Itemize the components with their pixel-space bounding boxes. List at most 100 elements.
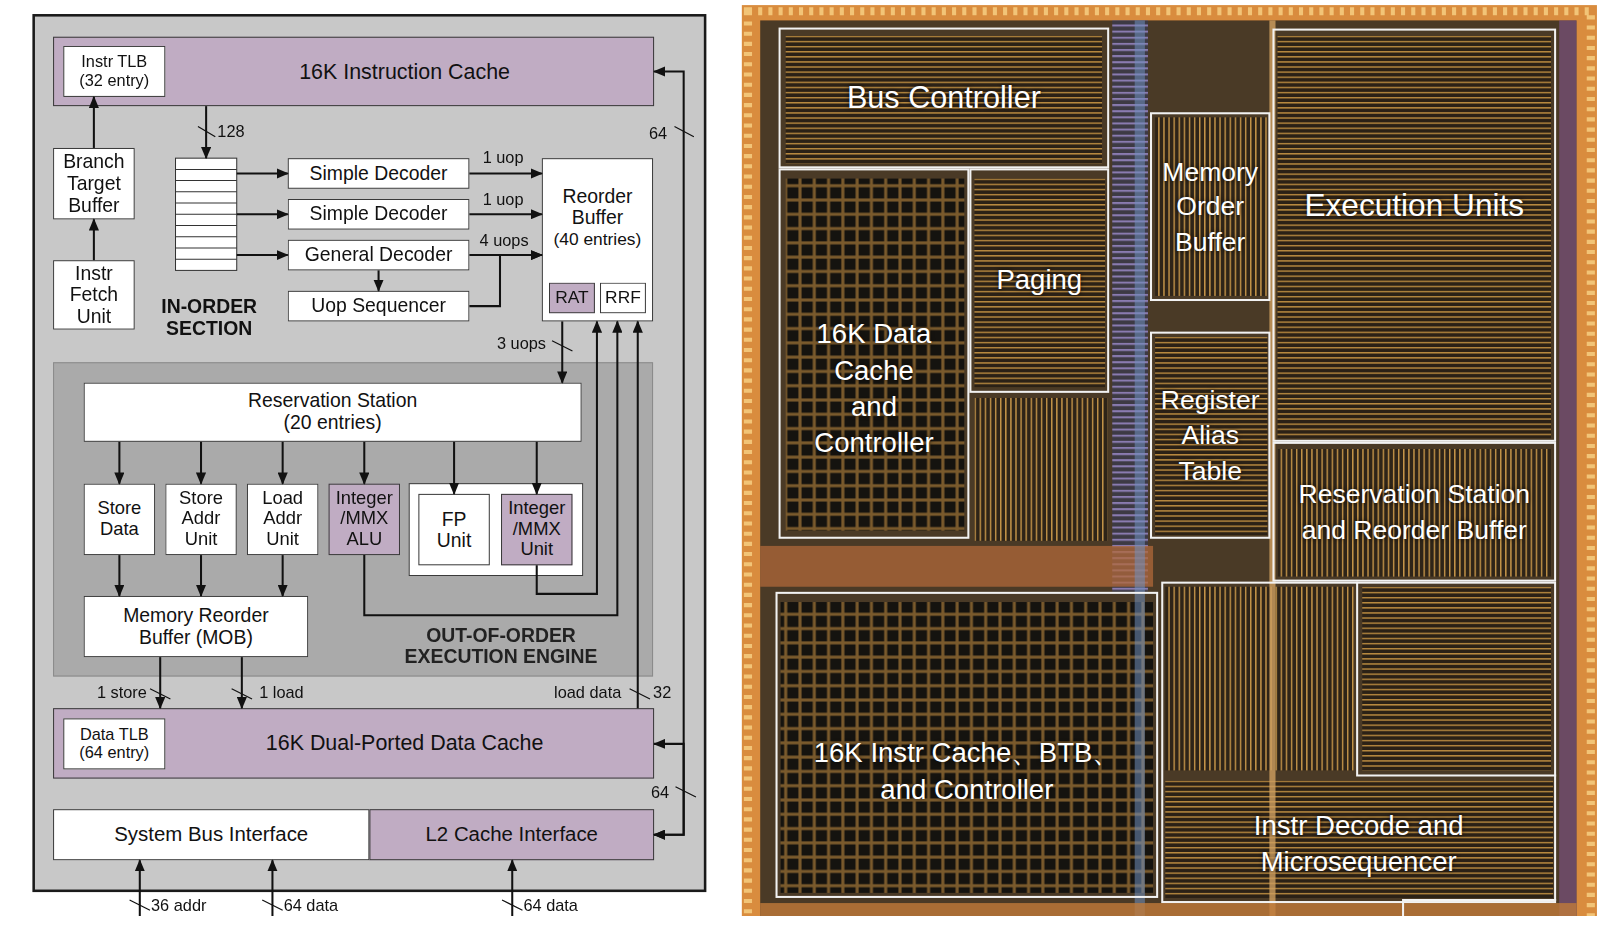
node-label: (20 entries) bbox=[284, 412, 382, 433]
node-label: Bus Controller bbox=[847, 78, 1041, 118]
node-label: (32 entry) bbox=[79, 71, 149, 90]
node-label: Integer /MMX ALU bbox=[333, 489, 396, 550]
die-region: Register Alias Table bbox=[1150, 332, 1270, 539]
edge-label: 4 uops bbox=[480, 232, 529, 251]
die-logic bbox=[1165, 587, 1354, 771]
edge-label: load data bbox=[554, 684, 621, 703]
queue-slots bbox=[176, 169, 237, 259]
unit-box: FP Unit bbox=[418, 494, 489, 565]
fetch-bus bbox=[205, 106, 207, 158]
bond-pads bbox=[748, 11, 1591, 916]
region-outline bbox=[1357, 582, 1556, 776]
decoder-box: Simple Decoder bbox=[288, 199, 470, 230]
unit-box: Load Addr Unit bbox=[247, 484, 318, 555]
die-region: 16K Data Cache and Controller bbox=[779, 168, 970, 538]
tlb-box: Instr TLB(32 entry) bbox=[63, 46, 165, 97]
queue-arrow bbox=[237, 254, 288, 256]
die-logic bbox=[1278, 449, 1551, 577]
external-bus bbox=[271, 860, 273, 916]
node-label: L2 Cache Interface bbox=[426, 823, 598, 847]
die-logic bbox=[1278, 36, 1551, 439]
external-bus bbox=[139, 860, 141, 916]
edge-label: 1 uop bbox=[483, 149, 524, 168]
unit-box: Branch Target Buffer bbox=[53, 148, 135, 219]
unit-box: Integer /MMX ALU bbox=[329, 484, 400, 555]
die-region: Instr Decode and Microsequencer bbox=[1161, 582, 1556, 903]
node-label: General Decoder bbox=[305, 244, 453, 267]
die-core bbox=[760, 20, 1576, 916]
reservation-station-box: Reservation Station(20 entries) bbox=[84, 383, 582, 442]
die-region: Execution Units bbox=[1272, 29, 1556, 442]
die-array bbox=[786, 179, 965, 531]
mob-box: Memory Reorder Buffer (MOB) bbox=[84, 596, 308, 657]
node-label: Integer /MMX Unit bbox=[505, 499, 568, 560]
block-diagram-frame bbox=[34, 15, 705, 891]
reorder-buffer-box: Reorder Buffer(40 entries)RATRRF bbox=[542, 158, 653, 321]
node-label: 16K Instruction Cache bbox=[299, 59, 510, 84]
node-label: Branch Target Buffer bbox=[56, 151, 132, 216]
interface-box: L2 Cache Interface bbox=[369, 809, 654, 860]
engine-band: OUT-OF-ORDER EXECUTION ENGINE Reservation… bbox=[53, 362, 653, 676]
unit-box: Instr Fetch Unit bbox=[53, 260, 135, 329]
decoder-box: Simple Decoder bbox=[288, 158, 470, 189]
die-region: Reservation Station and Reorder Buffer bbox=[1272, 442, 1556, 582]
connector-arrow bbox=[469, 255, 541, 306]
cache-box: 16K Dual-Ported Data CacheData TLB(64 en… bbox=[53, 708, 654, 778]
node-label: Memory Order Buffer bbox=[1154, 154, 1266, 259]
node-label: Data TLB bbox=[80, 725, 149, 744]
die-photo bbox=[742, 5, 1597, 916]
section-label: IN-ORDER SECTION bbox=[151, 296, 267, 339]
node-label: Store Addr Unit bbox=[169, 489, 232, 550]
node-label: Execution Units bbox=[1304, 186, 1524, 228]
die-array bbox=[781, 602, 1153, 893]
node-label: Reorder Buffer bbox=[545, 186, 650, 229]
node-label: Instr Fetch Unit bbox=[56, 262, 132, 327]
edge-label: 1 load bbox=[259, 684, 303, 703]
edge-label: 64 bbox=[649, 124, 667, 143]
node-label: RAT bbox=[555, 288, 588, 308]
decoder-box: General Decoder bbox=[288, 240, 470, 271]
node-label: Load Addr Unit bbox=[251, 489, 314, 550]
bus-width-label: 32 bbox=[653, 684, 684, 703]
bus-width-label: 36 addr bbox=[151, 897, 233, 916]
node-label: RRF bbox=[605, 288, 641, 308]
die-edge bbox=[742, 5, 1597, 916]
diagram-stage: 16K Instruction Cache Instr TLB(32 entry)… bbox=[0, 0, 1600, 916]
edge-label: 3 uops bbox=[497, 335, 546, 354]
die-wiring bbox=[760, 903, 1576, 916]
bus-width-label: 64 data bbox=[284, 897, 366, 916]
node-label: 16K Data Cache and Controller bbox=[810, 317, 938, 462]
connector-arrow bbox=[93, 219, 95, 260]
node-label: Reservation Station and Reorder Buffer bbox=[1287, 477, 1542, 547]
node-label: (64 entry) bbox=[79, 744, 149, 763]
register-box: RAT bbox=[549, 283, 595, 314]
unit-group-box bbox=[409, 484, 582, 576]
die-logic bbox=[786, 36, 1102, 164]
die-logic bbox=[1362, 587, 1551, 771]
die-wiring bbox=[1559, 20, 1576, 916]
edge-label: 1 store bbox=[97, 684, 147, 703]
bus-width-label: 128 bbox=[217, 122, 258, 141]
node-label: Simple Decoder bbox=[310, 203, 448, 226]
node-label: FP Unit bbox=[427, 508, 482, 551]
unit-box: Integer /MMX Unit bbox=[501, 494, 572, 565]
node-label: Register Alias Table bbox=[1154, 383, 1266, 488]
queue-box bbox=[176, 158, 237, 270]
instruction-queue bbox=[176, 158, 237, 270]
unit-box: Store Addr Unit bbox=[165, 484, 236, 555]
interface-box: System Bus Interface bbox=[53, 809, 369, 860]
die-wiring bbox=[760, 546, 1153, 587]
section-heading: OUT-OF-ORDER EXECUTION ENGINE bbox=[379, 624, 624, 667]
die-logic bbox=[974, 398, 1107, 541]
bus-width-label: 64 data bbox=[523, 897, 605, 916]
node-label: Store Data bbox=[88, 499, 151, 539]
die-region: Paging bbox=[969, 168, 1109, 392]
node-label: Paging bbox=[996, 262, 1082, 298]
cache-box: 16K Instruction Cache Instr TLB(32 entry) bbox=[53, 37, 654, 106]
die-wiring bbox=[1135, 20, 1145, 916]
edge-label: 1 uop bbox=[483, 191, 524, 210]
node-label: System Bus Interface bbox=[114, 823, 308, 847]
node-label: 16K Instr Cache、BTB、 and Controller bbox=[793, 736, 1140, 809]
node-label: Uop Sequencer bbox=[311, 295, 446, 318]
die-logic bbox=[1165, 781, 1553, 898]
